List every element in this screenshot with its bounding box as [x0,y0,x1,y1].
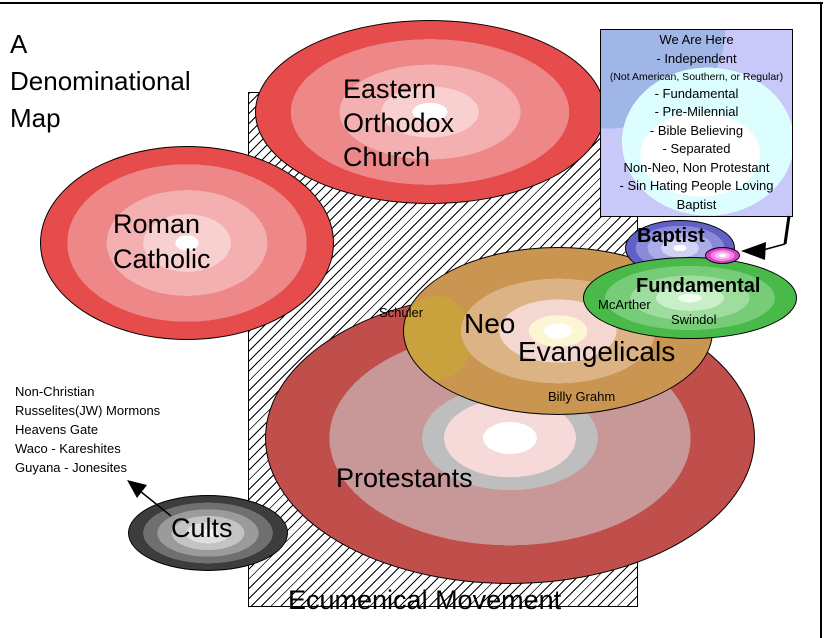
label-ecumenical-movement: Ecumenical Movement [288,585,562,615]
box-line-independent: - Independent [656,50,737,66]
box-line-fundamental: - Fundamental [654,85,739,101]
label-evangelicals: Evangelicals [518,336,676,367]
ellipse-we-are-here [705,247,740,264]
non-christian-groups-list: Non-Christian Russelites(JW) Mormons Hea… [15,384,161,475]
label-cults: Cults [171,513,233,543]
label-fundamental: Fundamental [636,275,761,297]
label-billy-grahm: Billy Grahm [548,389,616,404]
label-schuler: Schuler [379,305,424,320]
box-line-not-american: (Not American, Southern, or Regular) [609,70,784,83]
box-line-premilennial: - Pre-Milennial [654,104,739,120]
ellipse-roman-catholic [40,146,334,340]
page-title: A Denominational Map [10,29,191,133]
label-roman-catholic: Roman Catholic [113,209,211,274]
arrow-to-we-are-here [741,215,791,260]
top-border-line [0,2,823,4]
we-are-here-box: We Are Here - Independent (Not American,… [600,29,793,217]
ellipse-fundamental [583,257,797,339]
box-line-sin-hating: - Sin Hating People Loving Baptist [619,178,774,213]
ellipse-eastern-orthodox [255,20,605,204]
label-swindol: Swindol [671,312,717,327]
right-border-line [820,2,822,638]
box-line-separated: - Separated [662,141,731,157]
box-line-non-neo: Non-Neo, Non Protestant [623,159,770,175]
box-line-bible: - Bible Believing [649,122,744,138]
label-baptist: Baptist [637,225,705,247]
label-protestants: Protestants [336,463,473,493]
box-line-we-are-here: We Are Here [659,32,734,48]
ellipse-cults [128,495,288,571]
label-eastern-orthodox: Eastern Orthodox Church [343,74,455,172]
label-mcarther: McArther [598,297,651,312]
label-neo: Neo [464,308,516,339]
